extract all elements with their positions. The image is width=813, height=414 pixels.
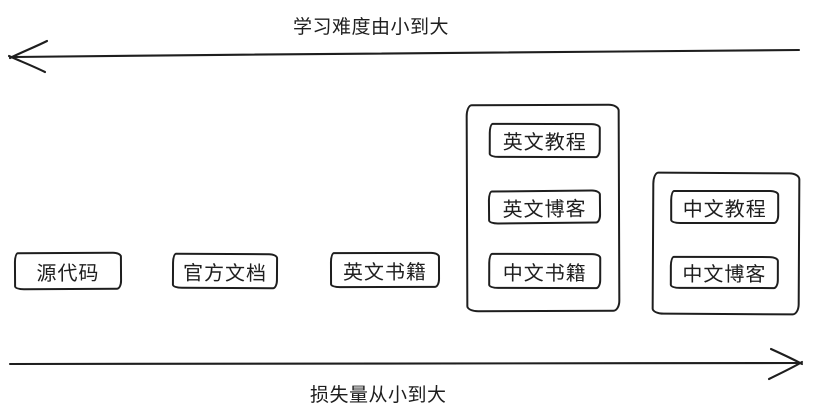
- group-english-chinese-mixed: 英文教程 英文博客 中文书籍: [465, 103, 621, 313]
- box-english-tutorials-label: 英文教程: [502, 131, 587, 155]
- box-english-blogs: 英文博客: [487, 189, 602, 225]
- box-chinese-books: 中文书籍: [488, 252, 602, 290]
- box-english-books-label: 英文书籍: [342, 261, 428, 284]
- box-source-code-label: 源代码: [36, 262, 100, 285]
- box-chinese-blogs-label: 中文博客: [682, 263, 767, 287]
- difficulty-axis-label: 学习难度由小到大: [293, 17, 450, 38]
- box-english-tutorials: 英文教程: [488, 122, 601, 159]
- box-chinese-books-label: 中文书籍: [502, 262, 587, 285]
- difficulty-axis-arrow: [7, 39, 801, 74]
- box-english-books: 英文书籍: [329, 251, 441, 289]
- box-source-code: 源代码: [13, 251, 123, 291]
- box-chinese-tutorials-label: 中文教程: [682, 198, 767, 221]
- box-official-docs: 官方文档: [171, 252, 279, 290]
- loss-axis-label: 损失量从小到大: [310, 385, 447, 406]
- box-official-docs-label: 官方文档: [182, 262, 268, 285]
- loss-axis-arrow: [8, 347, 804, 381]
- box-english-blogs-label: 英文博客: [502, 198, 587, 221]
- box-chinese-tutorials: 中文教程: [670, 189, 780, 225]
- group-chinese: 中文教程 中文博客: [651, 171, 801, 316]
- box-chinese-blogs: 中文博客: [669, 255, 779, 290]
